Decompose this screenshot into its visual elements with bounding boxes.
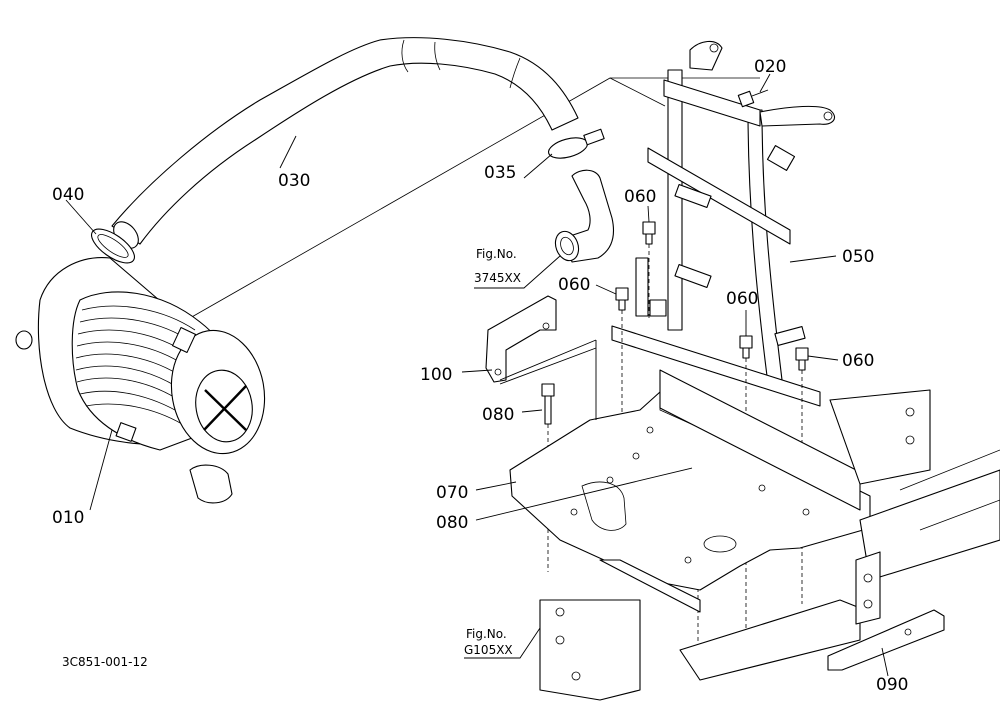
callout-labels: 010 020 030 035 040 050 060 060 060 060 … — [52, 57, 908, 695]
base-plate-070 — [509, 369, 871, 591]
hose-clamp-040 — [91, 228, 135, 264]
callout-leader-lines — [65, 73, 889, 677]
strap-090 — [827, 609, 945, 671]
callout-070: 070 — [436, 483, 468, 503]
callout-060-c: 060 — [726, 289, 758, 309]
callout-060-d: 060 — [842, 351, 874, 371]
callout-080-b: 080 — [436, 513, 468, 533]
figure-references: Fig.No. 3745XX Fig.No. G105XX — [464, 247, 521, 657]
callout-040: 040 — [52, 185, 84, 205]
fig-ref-b-number: G105XX — [464, 643, 513, 657]
intake-elbow — [554, 169, 615, 263]
intake-hose — [111, 37, 579, 249]
callout-100: 100 — [420, 365, 452, 385]
callout-020: 020 — [754, 57, 786, 77]
callout-050: 050 — [842, 247, 874, 267]
bolt-060-d — [795, 347, 809, 604]
mounting-bracket-frame — [611, 40, 835, 407]
bolt-020 — [737, 89, 769, 108]
frame-outline-lines — [182, 77, 760, 323]
callout-010: 010 — [52, 508, 84, 528]
callout-060-a: 060 — [624, 187, 656, 207]
callout-035: 035 — [484, 163, 516, 183]
drawing-number: 3C851-001-12 — [62, 655, 148, 669]
callout-060-b: 060 — [558, 275, 590, 295]
fig-ref-b-label: Fig.No. — [466, 627, 507, 641]
callout-090: 090 — [876, 675, 908, 695]
air-cleaner-assembly — [15, 257, 266, 504]
hose-clamp-035 — [547, 128, 605, 159]
callout-080-a: 080 — [482, 405, 514, 425]
callout-030: 030 — [278, 171, 310, 191]
support-bracket-100 — [485, 295, 557, 383]
fig-ref-a-number: 3745XX — [474, 271, 521, 285]
fig-ref-a-label: Fig.No. — [476, 247, 517, 261]
chassis-frame — [539, 389, 1000, 701]
